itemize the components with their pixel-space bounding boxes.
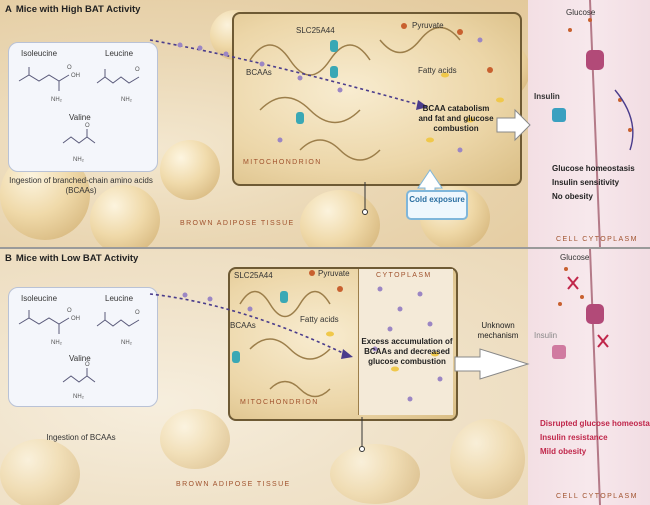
svg-text:O: O <box>135 310 140 316</box>
tissue-label: BROWN ADIPOSE TISSUE <box>180 220 295 227</box>
combustion-text: BCAA catabolism and fat and glucose comb… <box>418 104 494 133</box>
svg-text:O: O <box>67 308 72 314</box>
svg-text:NH₂: NH₂ <box>73 157 85 163</box>
cold-exposure-box: Cold exposure <box>406 190 468 220</box>
adipocyte-droplet <box>330 444 420 504</box>
panel-divider <box>0 247 650 249</box>
insulin-label: Insulin <box>534 331 558 340</box>
fatty-acids-label: Fatty acids <box>300 315 339 324</box>
svg-text:NH₂: NH₂ <box>121 97 133 103</box>
svg-text:NH₂: NH₂ <box>51 97 63 103</box>
bcaas-label: BCAAs <box>246 68 272 77</box>
glucose-label: Glucose <box>566 8 596 17</box>
valine-label: Valine <box>69 113 91 122</box>
mitochondrion-label: MITOCHONDRION <box>243 159 322 166</box>
cell-cytoplasm-label: CELL CYTOPLASM <box>556 236 638 243</box>
svg-text:O: O <box>135 67 140 73</box>
transporter-label: SLC25A44 <box>234 271 273 280</box>
panel-b-graphics <box>149 249 609 505</box>
fatty-acids-label: Fatty acids <box>418 66 457 75</box>
ingestion-caption: Ingestion of branched-chain amino acids … <box>9 176 153 195</box>
isoleucine-label: Isoleucine <box>21 49 58 58</box>
outcome-item: No obesity <box>552 192 593 201</box>
svg-text:NH₂: NH₂ <box>73 394 85 400</box>
bcaas-label: BCAAs <box>230 321 256 330</box>
outcomes-list: Disrupted glucose homeostasis Insulin re… <box>540 417 650 459</box>
svg-text:OH: OH <box>71 73 80 79</box>
svg-text:OH: OH <box>71 316 80 322</box>
outcome-item: Glucose homeostasis <box>552 164 635 173</box>
adipocyte-droplet <box>90 185 160 247</box>
bcaa-structures-box: OH NH₂ NH₂ NH₂ O O O Isoleucine Leucine Vali… <box>8 287 158 407</box>
cell-cytoplasm-label: CELL CYTOPLASM <box>556 493 638 500</box>
unknown-mechanism-text: Unknown mechanism <box>477 321 519 340</box>
insulin-label: Insulin <box>534 92 560 101</box>
cytoplasm-label: CYTOPLASM <box>376 272 432 279</box>
valine-label: Valine <box>69 354 91 363</box>
tissue-label: BROWN ADIPOSE TISSUE <box>176 481 291 488</box>
transporter-label: SLC25A44 <box>296 26 335 35</box>
adipocyte-droplet <box>300 190 380 247</box>
cell-cytoplasm-region <box>528 0 650 247</box>
adipocyte-droplet <box>160 409 230 469</box>
mitochondrion-label: MITOCHONDRION <box>240 399 319 406</box>
molecule-structures: OH NH₂ NH₂ NH₂ O O O <box>18 308 140 400</box>
svg-text:NH₂: NH₂ <box>51 340 63 346</box>
svg-text:O: O <box>85 123 90 129</box>
pyruvate-label: Pyruvate <box>412 21 444 30</box>
panel-a-graphics <box>149 0 634 247</box>
svg-text:NH₂: NH₂ <box>121 340 133 346</box>
cell-cytoplasm-region <box>528 249 650 505</box>
adipocyte-droplet <box>0 439 80 505</box>
accumulation-text: Excess accumulation of BCAAs and decreas… <box>361 337 453 366</box>
leucine-label: Leucine <box>105 49 134 58</box>
svg-text:O: O <box>67 65 72 71</box>
pyruvate-label: Pyruvate <box>318 269 350 278</box>
isoleucine-label: Isoleucine <box>21 294 58 303</box>
outcome-item: Disrupted glucose homeostasis <box>540 419 650 428</box>
cytoplasm-region <box>358 269 453 415</box>
outcome-item: Insulin sensitivity <box>552 178 620 187</box>
molecule-structures: OH NH₂ NH₂ NH₂ O O O <box>18 65 140 163</box>
outcomes-list: Glucose homeostasis Insulin sensitivity … <box>552 162 635 204</box>
adipocyte-droplet <box>450 419 525 499</box>
mitochondrion <box>232 12 522 186</box>
leucine-label: Leucine <box>105 294 134 303</box>
svg-text:O: O <box>85 362 90 368</box>
outcome-item: Insulin resistance <box>540 433 608 442</box>
outcome-item: Mild obesity <box>540 447 587 456</box>
ingestion-caption: Ingestion of BCAAs <box>46 433 116 442</box>
glucose-label: Glucose <box>560 253 590 262</box>
adipocyte-droplet <box>160 140 220 200</box>
bcaa-structures-box: OH NH₂ NH₂ NH₂ O O O Isoleucine Leucine Vali… <box>8 42 158 172</box>
